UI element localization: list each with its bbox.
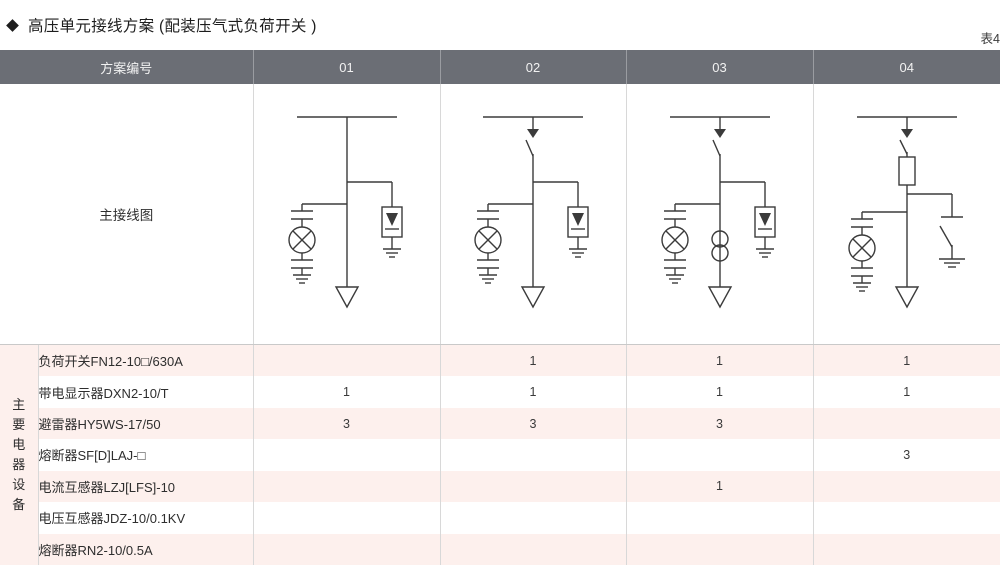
equipment-label-fuse-sfd: 熔断器SF[D]LAJ-□ [38,439,254,471]
cell-r1-c4: 1 [813,376,1000,408]
cell-r1-c3: 1 [626,376,814,408]
cell-r3-c3 [626,439,814,471]
cell-r5-c3 [626,502,814,534]
cell-r5-c4 [813,502,1000,534]
diamond-bullet-icon [6,18,19,32]
cell-r2-c4 [813,407,1000,440]
cell-r2-c3: 3 [626,407,814,440]
page-title-text: 高压单元接线方案 (配装压气式负荷开关 ) [28,18,317,35]
diagram-scheme-03 [626,84,814,345]
equipment-label-voltage-indicator: 带电显示器DXN2-10/T [38,376,254,408]
cell-r4-c1 [253,470,441,503]
cell-r1-c2: 1 [440,376,627,408]
vlabel-char: 备 [12,497,26,513]
wiring-scheme-table: 方案编号 01 02 03 04 主接线图 [0,50,1000,565]
cell-r5-c1 [253,502,441,534]
cell-r4-c3: 1 [626,470,814,503]
cell-r6-c2 [440,533,627,565]
cell-r3-c4: 3 [813,439,1000,471]
cell-r4-c2 [440,470,627,503]
vlabel-char: 要 [12,416,26,432]
cell-r3-c1 [253,439,441,471]
table-row: 熔断器SF[D]LAJ-□ 3 [0,439,1000,471]
header-scheme-01: 01 [253,50,441,85]
cell-r3-c2 [440,439,627,471]
cell-r6-c3 [626,533,814,565]
table-number-label: 表4 [980,32,1000,46]
cell-r6-c1 [253,533,441,565]
vlabel-char: 电 [12,436,26,452]
cell-r2-c2: 3 [440,407,627,440]
diagram-scheme-01 [253,84,441,345]
cell-r0-c4: 1 [813,344,1000,377]
equipment-label-surge-arrester: 避雷器HY5WS-17/50 [38,407,254,440]
cell-r6-c4 [813,533,1000,565]
header-scheme-04: 04 [813,50,1000,85]
diagram-scheme-04 [813,84,1000,345]
equipment-label-fuse-rn2: 熔断器RN2-10/0.5A [38,533,254,565]
header-scheme-label: 方案编号 [0,50,254,85]
equipment-label-load-switch: 负荷开关FN12-10□/630A [38,344,254,377]
table-row: 熔断器RN2-10/0.5A [0,533,1000,565]
table-row: 主 要 电 器 设 备 负荷开关FN12-10□/630A 1 1 1 [0,344,1000,565]
diagram-scheme-02 [440,84,627,345]
vlabel-char: 设 [12,477,26,493]
cell-r2-c1: 3 [253,407,441,440]
cell-r0-c2: 1 [440,344,627,377]
page-title: 高压单元接线方案 (配装压气式负荷开关 ) [0,0,1000,50]
equipment-label-voltage-transformer: 电压互感器JDZ-10/0.1KV [38,502,254,534]
vlabel-char: 器 [12,456,26,472]
table-row: 避雷器HY5WS-17/50 3 3 3 [0,407,1000,440]
equipment-section-vertical-label: 主 要 电 器 设 备 [0,344,39,565]
diagram-row-label: 主接线图 [0,84,254,345]
table-header-row: 方案编号 01 02 03 04 [0,50,1000,85]
table-row: 带电显示器DXN2-10/T 1 1 1 1 [0,376,1000,408]
table-row: 电压互感器JDZ-10/0.1KV [0,502,1000,534]
equipment-label-current-transformer: 电流互感器LZJ[LFS]-10 [38,470,254,503]
header-scheme-02: 02 [440,50,627,85]
cell-r0-c1 [253,344,441,377]
cell-r0-c3: 1 [626,344,814,377]
cell-r5-c2 [440,502,627,534]
cell-r4-c4 [813,470,1000,503]
header-scheme-03: 03 [626,50,814,85]
cell-r1-c1: 1 [253,376,441,408]
diagram-row: 主接线图 [0,84,1000,345]
table-row: 电流互感器LZJ[LFS]-10 1 [0,470,1000,503]
vlabel-char: 主 [12,396,26,412]
